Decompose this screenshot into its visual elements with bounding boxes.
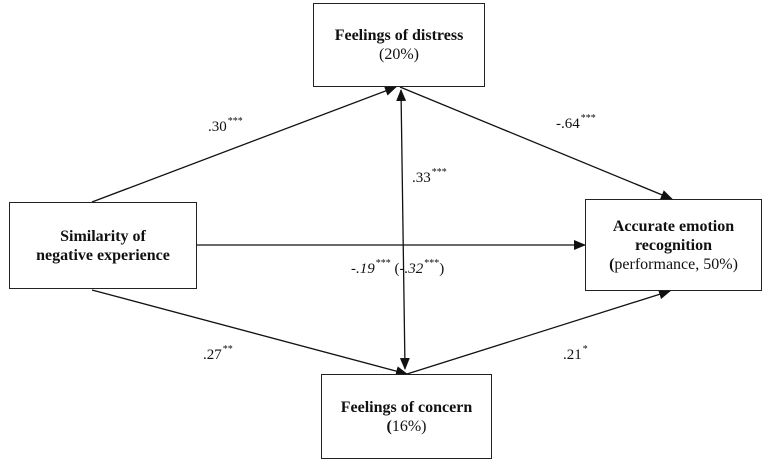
coef-direct-effect: -.19*** (-.32***) <box>351 258 445 278</box>
coef-sig: *** <box>431 167 447 178</box>
concern-paren: ( <box>386 417 392 435</box>
distress-title: Feelings of distress <box>334 27 464 44</box>
coef-close-paren: ) <box>439 261 445 277</box>
node-similarity: Similarity of negative experience <box>9 202 197 289</box>
accurate-variance: (performance, 50%) <box>609 255 738 274</box>
coef-distress-accurate: -.64*** <box>556 113 596 133</box>
coef-similarity-concern: .27** <box>203 344 233 364</box>
coef-direct-sig: *** <box>375 258 391 269</box>
coef-similarity-distress: .30*** <box>208 116 243 136</box>
node-concern: Feelings of concern (16%) <box>321 374 492 459</box>
coef-sig: *** <box>580 113 596 124</box>
distress-variance: (20%) <box>379 46 419 63</box>
similarity-line2: negative experience <box>36 246 170 264</box>
coef-distress-concern: .33*** <box>412 167 447 187</box>
coef-value: .27 <box>203 347 222 363</box>
coef-value: -.64 <box>556 116 580 132</box>
concern-title: Feelings of concern <box>340 398 473 416</box>
coef-concern-accurate: .21* <box>563 344 588 364</box>
node-distress: Feelings of distress (20%) <box>313 3 485 87</box>
coef-value: .21 <box>563 347 582 363</box>
coef-value: .30 <box>208 119 227 135</box>
arrow-similarity-to-distress <box>91 86 397 203</box>
arrow-concern-to-accurate <box>406 289 671 375</box>
accurate-line2: recognition <box>634 236 713 254</box>
coef-sig: * <box>582 344 588 355</box>
coef-total-value: -.32 <box>399 261 424 277</box>
coef-sig: ** <box>222 344 233 355</box>
concern-variance: (16%) <box>387 417 427 436</box>
coef-open-paren: ( <box>394 261 400 277</box>
coef-sig: *** <box>227 116 243 127</box>
accurate-line1: Accurate emotion <box>612 217 735 235</box>
coef-value: .33 <box>412 170 431 186</box>
node-accurate: Accurate emotion recognition (performanc… <box>585 199 762 291</box>
accurate-paren: ( <box>609 255 615 273</box>
similarity-line1: Similarity of <box>60 227 146 245</box>
arrow-distress-concern-covariance <box>396 89 410 370</box>
coef-total-sig: *** <box>424 258 440 269</box>
accurate-variance-text: performance, 50%) <box>614 255 738 273</box>
arrow-distress-to-accurate <box>399 86 673 200</box>
arrow-similarity-to-concern <box>91 289 408 376</box>
coef-direct-value: -.19 <box>351 261 375 277</box>
concern-variance-text: 16%) <box>391 417 427 435</box>
